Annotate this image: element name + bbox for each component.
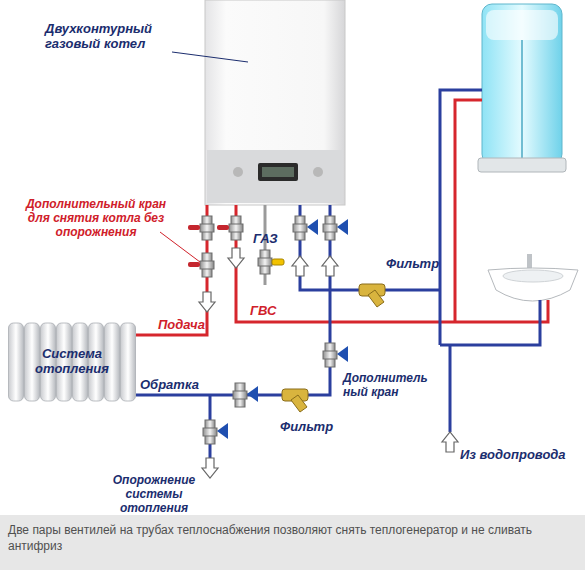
- flow-arrow: [442, 432, 458, 452]
- boiler-display: [258, 163, 298, 181]
- gas-valve-symbol: [258, 250, 284, 274]
- boiler-button: [233, 167, 243, 177]
- sink-faucet: [527, 254, 532, 268]
- flow-arrow: [322, 256, 338, 276]
- callout-note: Дополнительный кран для снятия котла без…: [22, 198, 170, 239]
- pipe-label: Обратка: [140, 378, 210, 393]
- pipe-label: Подача: [158, 318, 218, 333]
- hot-water-pipe: [236, 205, 548, 322]
- filter-symbol: [282, 389, 308, 412]
- boiler-panel: [207, 150, 343, 203]
- component-label: Фильтр: [280, 420, 350, 435]
- cold-inlet-pipe: [300, 205, 440, 290]
- component-label: Фильтр: [386, 257, 446, 272]
- sink-basin: [503, 270, 563, 282]
- pipe-label: ГАЗ: [253, 232, 293, 247]
- node-label: Система отопления: [24, 347, 120, 377]
- node-text-box: Система отопления: [8, 322, 136, 402]
- pipes: [136, 90, 548, 458]
- callout-note: Дополнитель ный кран: [343, 372, 435, 400]
- mains-pipe: [449, 345, 452, 432]
- callout-note: Опорожнение системы отопления: [95, 474, 213, 515]
- leader-line: [160, 232, 200, 262]
- sink-bowl: [488, 268, 578, 301]
- filter-symbol: [359, 284, 385, 307]
- valve-symbol: [203, 420, 228, 444]
- flow-arrow-shape: [442, 432, 458, 452]
- shower-tray: [478, 158, 566, 172]
- valve-symbol: [233, 383, 258, 407]
- flow-arrow-shape: [292, 256, 308, 276]
- valve-symbol: [188, 253, 214, 277]
- boiler-screen: [262, 167, 294, 177]
- radiator-fin: [9, 323, 24, 401]
- valve-symbol: [293, 216, 318, 240]
- radiator-fin: [121, 323, 136, 401]
- flow-arrow-shape: [322, 256, 338, 276]
- boiler-button: [313, 167, 323, 177]
- caption: Две пары вентилей на трубах теплоснабжен…: [8, 522, 576, 554]
- valve-symbol: [217, 216, 243, 240]
- cold-shower-pipe: [440, 90, 482, 345]
- radiator-node: Система отопления: [8, 322, 136, 402]
- flow-arrow: [202, 458, 218, 478]
- cold-sink-pipe: [440, 300, 540, 345]
- pipe-label: ГВС: [250, 304, 290, 319]
- boiler-body: [205, 0, 345, 205]
- pipe-label: Из водопровода: [460, 448, 575, 463]
- flow-arrow: [228, 248, 244, 268]
- hot-water-shower-pipe: [455, 100, 482, 322]
- shower-top: [486, 10, 558, 40]
- valve-symbol: [323, 343, 348, 367]
- flow-arrow: [199, 292, 215, 312]
- shower-illustration: [478, 4, 566, 172]
- boiler-illustration: [205, 0, 345, 205]
- sink-illustration: [488, 254, 578, 301]
- shower-glass: [482, 4, 562, 164]
- component-label: Двухконтурный газовый котел: [45, 22, 180, 52]
- leader-line: [172, 52, 248, 62]
- caption-band: [0, 515, 585, 570]
- flow-arrow: [292, 256, 308, 276]
- valve-symbol: [188, 216, 214, 240]
- shower-door-line: [521, 40, 523, 158]
- valve-symbol: [323, 216, 348, 240]
- return-pipe: [136, 205, 330, 395]
